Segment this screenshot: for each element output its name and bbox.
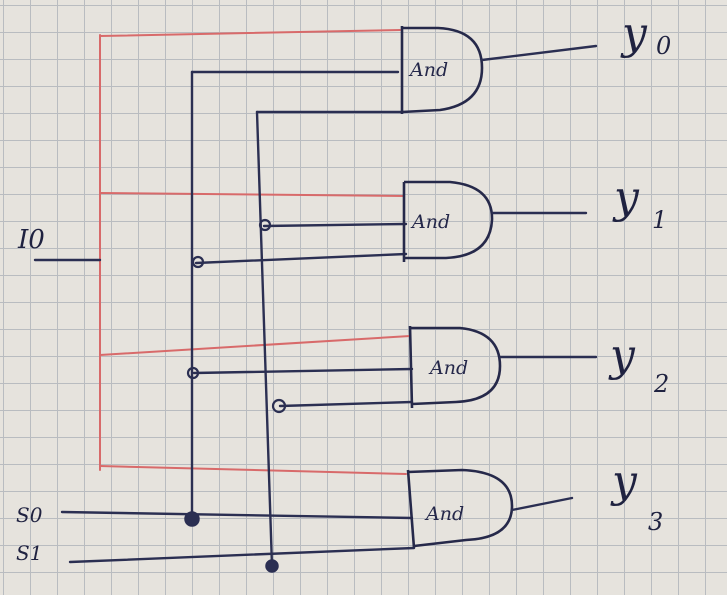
gate-label: And: [410, 211, 450, 233]
red-wire-gate0: [99, 29, 401, 37]
s0-input-wire: [60, 510, 414, 520]
output-wires: [480, 44, 598, 512]
label-i0: I0: [17, 225, 45, 255]
label-y3: y 3: [610, 456, 663, 536]
s0-to-gate1: [194, 252, 408, 265]
and-gate-3: And: [406, 468, 514, 549]
red-wire-gate1: [99, 192, 405, 197]
select-lines: [60, 70, 416, 568]
gate-body: [400, 26, 484, 114]
gate-label: And: [428, 357, 468, 379]
junction-gate1-s0: [191, 255, 205, 269]
and-gate-1: And: [402, 180, 494, 262]
red-wire-gate3: [99, 465, 407, 475]
output-name: y: [612, 172, 640, 223]
s0-not-to-gate2: [192, 367, 414, 375]
output-index: 1: [652, 206, 667, 234]
and-gate-0: And: [400, 26, 484, 114]
output-wire-y3: [510, 496, 574, 512]
junction-s1: [265, 559, 279, 573]
red-wire-gate2: [99, 335, 411, 356]
s1-to-gate2: [278, 400, 414, 408]
and-gate-2: And: [408, 325, 502, 409]
s1-not-rail: [255, 110, 274, 568]
label-s1: S1: [16, 541, 42, 565]
junction-gate2-s0: [186, 366, 200, 380]
gate-body: [402, 180, 494, 262]
junction-gate2-s1: [271, 398, 287, 414]
s1-input-wire: [68, 546, 416, 564]
data-bus-i0: [99, 29, 411, 475]
gate-label: And: [424, 503, 464, 525]
output-name: y: [620, 8, 648, 59]
label-y2: y 2: [608, 330, 669, 398]
gate-body: [408, 325, 502, 409]
label-y1: y 1: [612, 172, 667, 234]
output-wire-y0: [480, 44, 598, 62]
output-name: y: [610, 456, 638, 507]
output-index: 3: [648, 508, 663, 536]
junctions: [184, 218, 287, 573]
s1-not-to-gate1: [262, 222, 408, 228]
junction-gate1-s1: [258, 218, 272, 232]
output-index: 0: [656, 32, 671, 60]
output-name: y: [608, 330, 636, 381]
gate-label: And: [408, 59, 448, 81]
label-s0: S0: [16, 503, 43, 527]
output-index: 2: [653, 370, 669, 398]
gate-body: [406, 468, 514, 549]
label-y0: y 0: [620, 8, 671, 60]
junction-s0: [184, 511, 200, 527]
